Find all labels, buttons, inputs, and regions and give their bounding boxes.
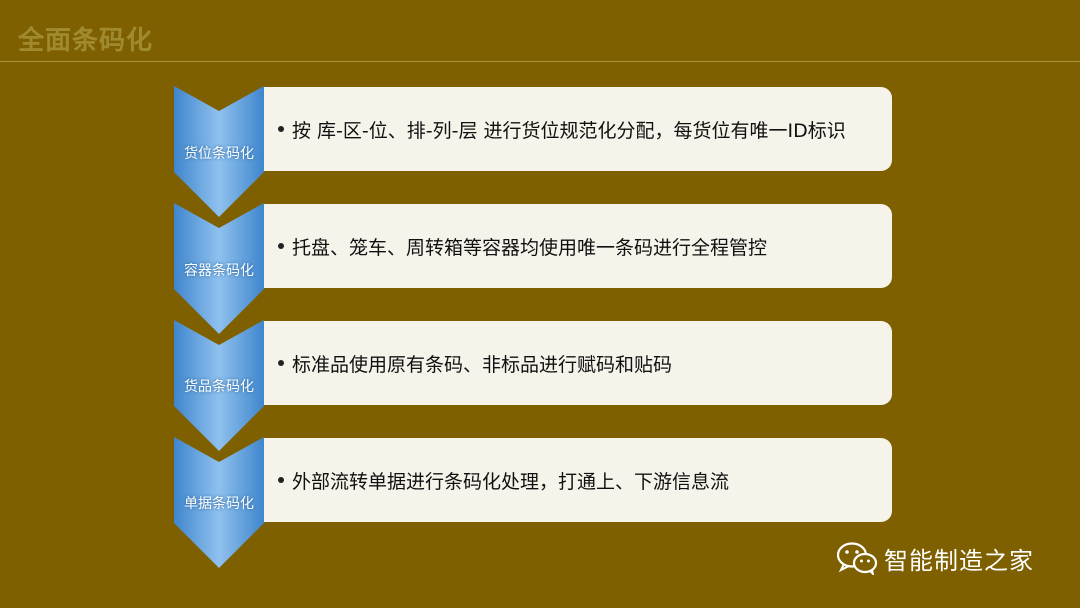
step-card-2: 托盘、笼车、周转箱等容器均使用唯一条码进行全程管控 — [264, 204, 892, 288]
step-label-4: 单据条码化 — [184, 496, 254, 512]
step-text-3: 标准品使用原有条码、非标品进行赋码和贴码 — [292, 353, 673, 376]
slide-title: 全面条码化 — [18, 26, 154, 56]
watermark: 智能制造之家 — [836, 538, 1034, 578]
step-label-1: 货位条码化 — [184, 146, 254, 162]
bullet-dot — [278, 477, 284, 483]
bullet-dot — [278, 126, 284, 132]
step-text-1: 按 库-区-位、排-列-层 进行货位规范化分配，每货位有唯一ID标识 — [292, 119, 846, 142]
step-text-2: 托盘、笼车、周转箱等容器均使用唯一条码进行全程管控 — [292, 236, 768, 259]
bullet-dot — [278, 360, 284, 366]
watermark-text: 智能制造之家 — [884, 546, 1034, 575]
step-card-3: 标准品使用原有条码、非标品进行赋码和贴码 — [264, 321, 892, 405]
step-card-4: 外部流转单据进行条码化处理，打通上、下游信息流 — [264, 438, 892, 522]
step-card-1: 按 库-区-位、排-列-层 进行货位规范化分配，每货位有唯一ID标识 — [264, 87, 892, 171]
step-text-4: 外部流转单据进行条码化处理，打通上、下游信息流 — [292, 470, 730, 493]
step-label-3: 货品条码化 — [184, 379, 254, 395]
wechat-icon — [836, 542, 878, 575]
bullet-dot — [278, 243, 284, 249]
step-label-2: 容器条码化 — [184, 263, 254, 279]
title-divider — [0, 61, 1080, 62]
